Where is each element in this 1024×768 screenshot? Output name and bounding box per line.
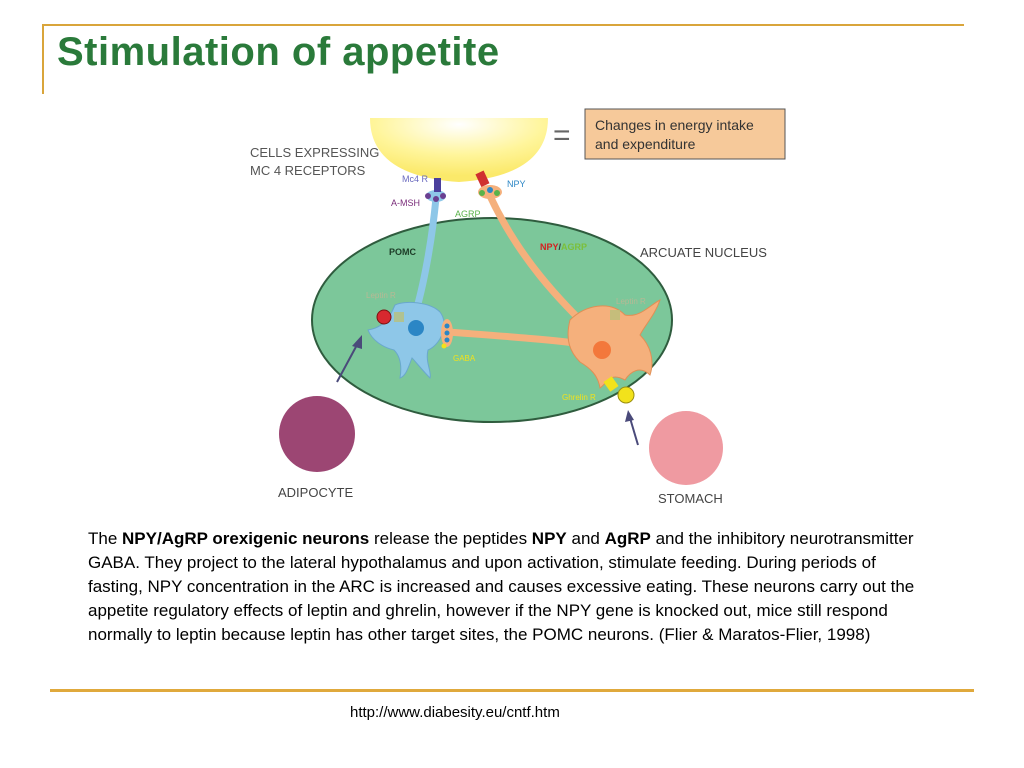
slide-title: Stimulation of appetite [57, 30, 500, 74]
adipocyte-label: ADIPOCYTE [278, 485, 353, 500]
ghrelin-r-label: Ghrelin R [562, 393, 596, 402]
npy-agrp-label: NPY/AGRP [540, 242, 587, 252]
ghrelin-ligand-icon [617, 386, 635, 404]
box-text-line1: Changes in energy intake [595, 117, 754, 133]
stomach-arrowhead [625, 410, 634, 422]
box-text-line2: and expenditure [595, 136, 696, 152]
gaba-label: GABA [453, 354, 476, 363]
leptin-receptor-right-icon [610, 310, 620, 320]
equals-sign: = [553, 119, 571, 152]
agrp-top-label: AGRP [455, 209, 481, 219]
para-bold-neurons: NPY/AgRP orexigenic neurons [122, 529, 370, 548]
npy-top-label: NPY [507, 179, 526, 189]
mc4-cells-shape [370, 118, 548, 182]
appetite-diagram: CELLS EXPRESSING MC 4 RECEPTORS = Change… [250, 108, 786, 506]
para-bold-agrp: AgRP [604, 529, 651, 548]
mc4r-label: Mc4 R [402, 174, 429, 184]
para-text-2: release the peptides [369, 529, 532, 548]
arcuate-nucleus-label: ARCUATE NUCLEUS [640, 245, 767, 260]
para-text-4: and the inhibitory neurotransmitter GABA… [88, 529, 915, 644]
title-accent-bar [42, 24, 44, 94]
npy-neuron-body [567, 299, 661, 389]
npy-receptor-icon [475, 170, 490, 188]
cells-label-line2: MC 4 RECEPTORS [250, 163, 366, 178]
adipocyte-arrow [336, 342, 359, 383]
top-rule [44, 24, 964, 26]
para-text-3: and [566, 529, 605, 548]
npy-nucleus [593, 341, 611, 359]
leptin-r-right-label: Leptin R [616, 297, 646, 306]
stomach-cell [649, 411, 723, 485]
description-paragraph: The NPY/AgRP orexigenic neurons release … [88, 527, 918, 647]
leptin-ligand-icon [376, 309, 392, 325]
adipocyte-cell [279, 396, 355, 472]
leptin-r-left-label: Leptin R [366, 291, 396, 300]
cells-label-line1: CELLS EXPRESSING [250, 145, 379, 160]
energy-change-box [584, 108, 786, 160]
stomach-arrow [629, 417, 639, 446]
ghrelin-receptor-icon [603, 376, 619, 392]
source-url: http://www.diabesity.eu/cntf.htm [350, 704, 560, 721]
pomc-nucleus [408, 320, 424, 336]
adipocyte-arrowhead [352, 335, 362, 349]
mc4-receptor-icon [434, 178, 441, 192]
bottom-rule [50, 689, 974, 692]
stomach-label: STOMACH [658, 491, 723, 506]
para-text-1: The [88, 529, 123, 548]
amsh-label: A-MSH [391, 198, 420, 208]
para-bold-npy: NPY [531, 529, 567, 548]
leptin-receptor-left-icon [394, 312, 404, 322]
pomc-label: POMC [389, 247, 417, 257]
